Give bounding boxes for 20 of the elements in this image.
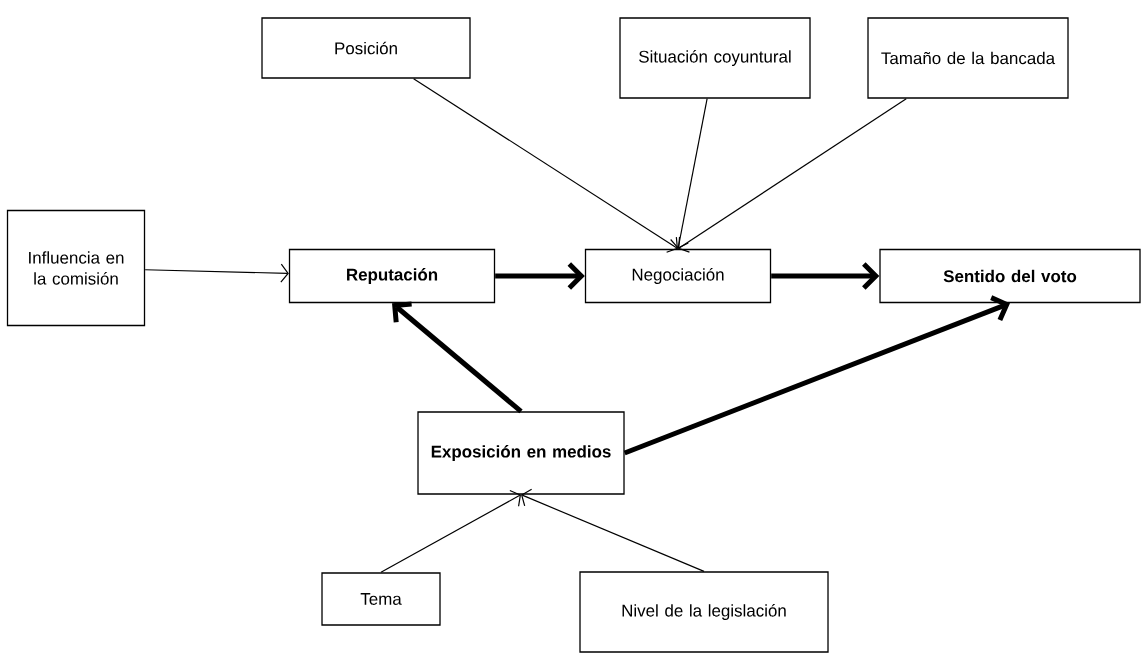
arrow	[144, 263, 289, 283]
arrow	[678, 98, 907, 253]
box: Posición	[261, 17, 471, 79]
box: Exposición en medios	[417, 411, 625, 495]
box: Negociación	[584, 248, 772, 304]
arrow	[521, 488, 705, 572]
box: Influencia en la comisión	[6, 209, 146, 327]
box: Tamaño de la bancada	[867, 17, 1069, 99]
arrow	[392, 301, 523, 414]
arrow	[623, 295, 1010, 456]
box: Sentido del voto	[879, 248, 1141, 304]
arrow	[495, 262, 585, 290]
box: Reputación	[288, 248, 496, 304]
arrow	[413, 78, 678, 253]
arrow	[670, 98, 708, 249]
box: Nivel de la legislación	[579, 571, 829, 653]
box: Tema	[321, 572, 441, 626]
arrow	[380, 489, 521, 573]
arrow	[771, 262, 880, 290]
box: Situación coyuntural	[619, 17, 811, 99]
